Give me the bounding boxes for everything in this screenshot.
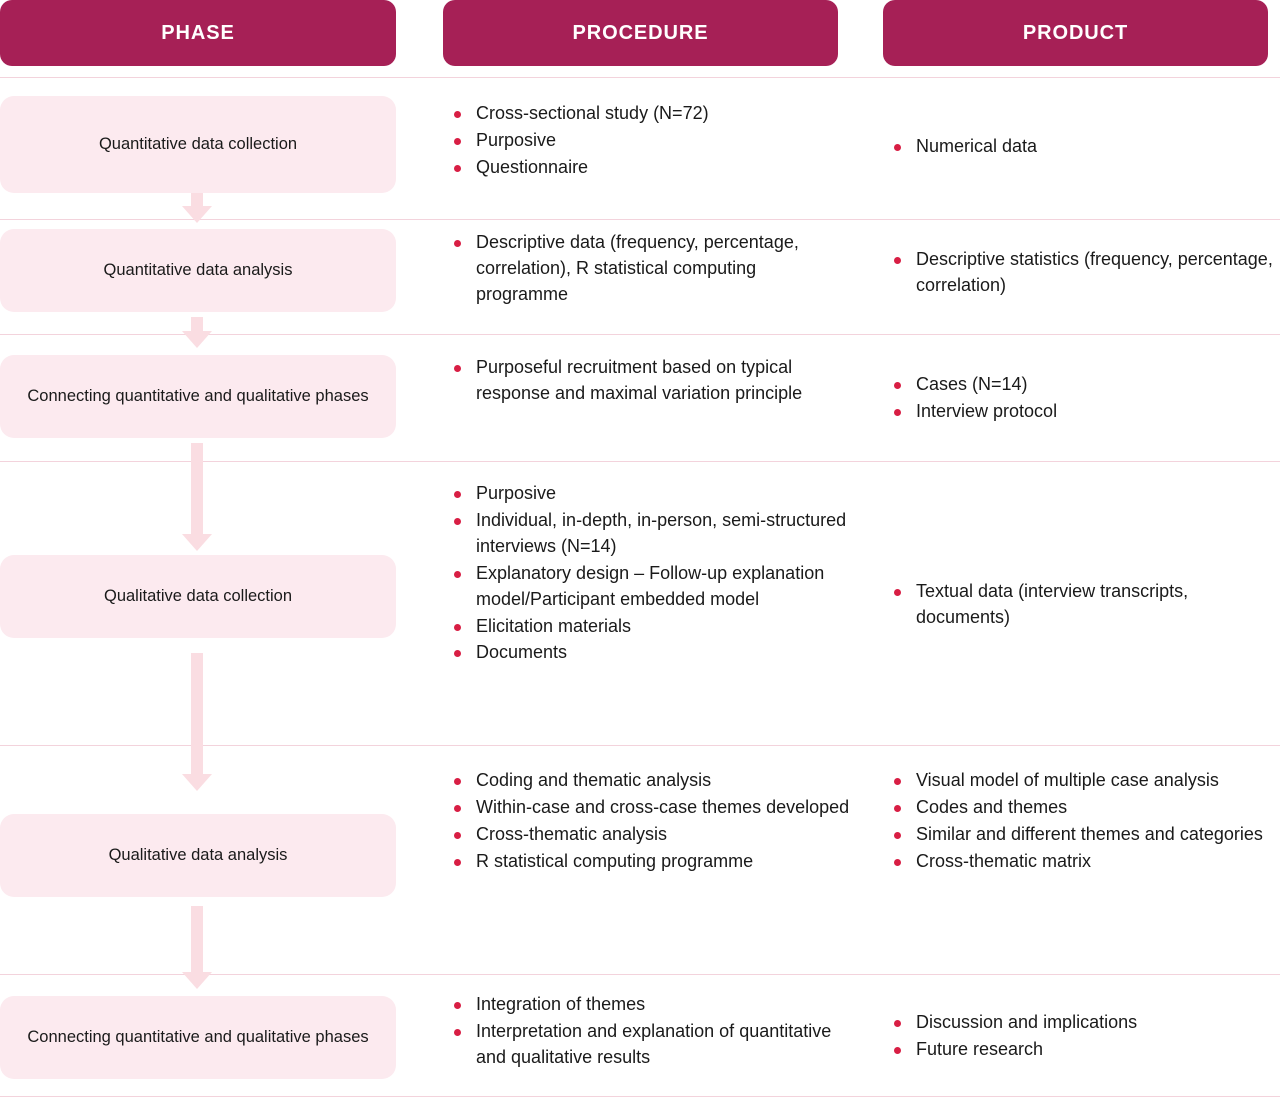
arrowhead-icon (182, 534, 212, 551)
table-row: Quantitative data analysis Descriptive d… (0, 229, 1280, 329)
phase-box: Qualitative data analysis (0, 814, 396, 897)
arrowhead-icon (182, 331, 212, 348)
procedure-list: Purposeful recruitment based on typical … (450, 355, 850, 408)
arrowhead-icon (182, 206, 212, 223)
header-product: PRODUCT (883, 0, 1268, 66)
list-item: Descriptive data (frequency, percentage,… (450, 230, 850, 308)
procedure-list: Coding and thematic analysis Within-case… (450, 768, 850, 876)
connector-arrow-3 (182, 443, 212, 551)
row-separator (0, 77, 1280, 78)
phase-label: Qualitative data analysis (108, 846, 288, 865)
list-item: Coding and thematic analysis (450, 768, 850, 794)
list-item: Descriptive statistics (frequency, perce… (890, 247, 1275, 299)
phase-box: Quantitative data collection (0, 96, 396, 193)
product-list: Numerical data (890, 134, 1275, 161)
row-separator (0, 461, 1280, 462)
procedure-list: Cross-sectional study (N=72) Purposive Q… (450, 101, 850, 182)
header-product-label: PRODUCT (1022, 21, 1129, 44)
procedure-list: Integration of themes Interpretation and… (450, 992, 850, 1072)
connector-arrow-5 (182, 906, 212, 989)
row-separator (0, 1096, 1280, 1097)
connector-arrow-1 (182, 192, 212, 223)
list-item: Integration of themes (450, 992, 850, 1018)
list-item: Codes and themes (890, 795, 1275, 821)
list-item: Individual, in-depth, in-person, semi-st… (450, 508, 850, 560)
list-item: Purposeful recruitment based on typical … (450, 355, 850, 407)
row-separator (0, 745, 1280, 746)
phase-label: Quantitative data analysis (103, 261, 293, 280)
product-list: Textual data (interview transcripts, doc… (890, 579, 1275, 632)
list-item: Documents (450, 640, 850, 666)
procedure-list: Purposive Individual, in-depth, in-perso… (450, 481, 850, 667)
table-row: Qualitative data analysis Coding and the… (0, 768, 1280, 968)
list-item: R statistical computing programme (450, 849, 850, 875)
list-item: Cases (N=14) (890, 372, 1275, 398)
arrowhead-icon (182, 972, 212, 989)
phase-box: Qualitative data collection (0, 555, 396, 638)
list-item: Similar and different themes and categor… (890, 822, 1275, 848)
procedure-list: Descriptive data (frequency, percentage,… (450, 230, 850, 309)
phase-label: Connecting quantitative and qualitative … (27, 387, 369, 406)
list-item: Interview protocol (890, 399, 1275, 425)
phase-box: Quantitative data analysis (0, 229, 396, 312)
list-item: Numerical data (890, 134, 1275, 160)
list-item: Visual model of multiple case analysis (890, 768, 1275, 794)
list-item: Questionnaire (450, 155, 850, 181)
phase-box: Connecting quantitative and qualitative … (0, 996, 396, 1079)
list-item: Within-case and cross-case themes develo… (450, 795, 850, 821)
header-row: PHASE PROCEDURE PRODUCT (0, 0, 1280, 66)
list-item: Purposive (450, 481, 850, 507)
arrowhead-icon (182, 774, 212, 791)
list-item: Discussion and implications (890, 1010, 1275, 1036)
connector-arrow-2 (182, 317, 212, 348)
table-row: Connecting quantitative and qualitative … (0, 992, 1280, 1092)
row-separator (0, 219, 1280, 220)
list-item: Textual data (interview transcripts, doc… (890, 579, 1275, 631)
product-list: Cases (N=14) Interview protocol (890, 372, 1275, 426)
list-item: Cross-thematic analysis (450, 822, 850, 848)
list-item: Purposive (450, 128, 850, 154)
product-list: Discussion and implications Future resea… (890, 1010, 1275, 1064)
table-row: Connecting quantitative and qualitative … (0, 355, 1280, 455)
list-item: Elicitation materials (450, 614, 850, 640)
table-row: Qualitative data collection Purposive In… (0, 481, 1280, 736)
header-phase-label: PHASE (161, 21, 235, 44)
row-separator (0, 334, 1280, 335)
product-list: Visual model of multiple case analysis C… (890, 768, 1275, 876)
header-procedure-label: PROCEDURE (572, 21, 709, 44)
list-item: Interpretation and explanation of quanti… (450, 1019, 850, 1071)
list-item: Cross-sectional study (N=72) (450, 101, 850, 127)
phase-box: Connecting quantitative and qualitative … (0, 355, 396, 438)
list-item: Cross-thematic matrix (890, 849, 1275, 875)
product-list: Descriptive statistics (frequency, perce… (890, 247, 1275, 300)
connector-arrow-4 (182, 653, 212, 791)
list-item: Future research (890, 1037, 1275, 1063)
phase-label: Qualitative data collection (103, 587, 293, 606)
phase-label: Connecting quantitative and qualitative … (27, 1028, 369, 1047)
list-item: Explanatory design – Follow-up explanati… (450, 561, 850, 613)
header-procedure: PROCEDURE (443, 0, 838, 66)
header-phase: PHASE (0, 0, 396, 66)
table-row: Quantitative data collection Cross-secti… (0, 96, 1280, 210)
phase-label: Quantitative data collection (98, 135, 298, 154)
row-separator (0, 974, 1280, 975)
